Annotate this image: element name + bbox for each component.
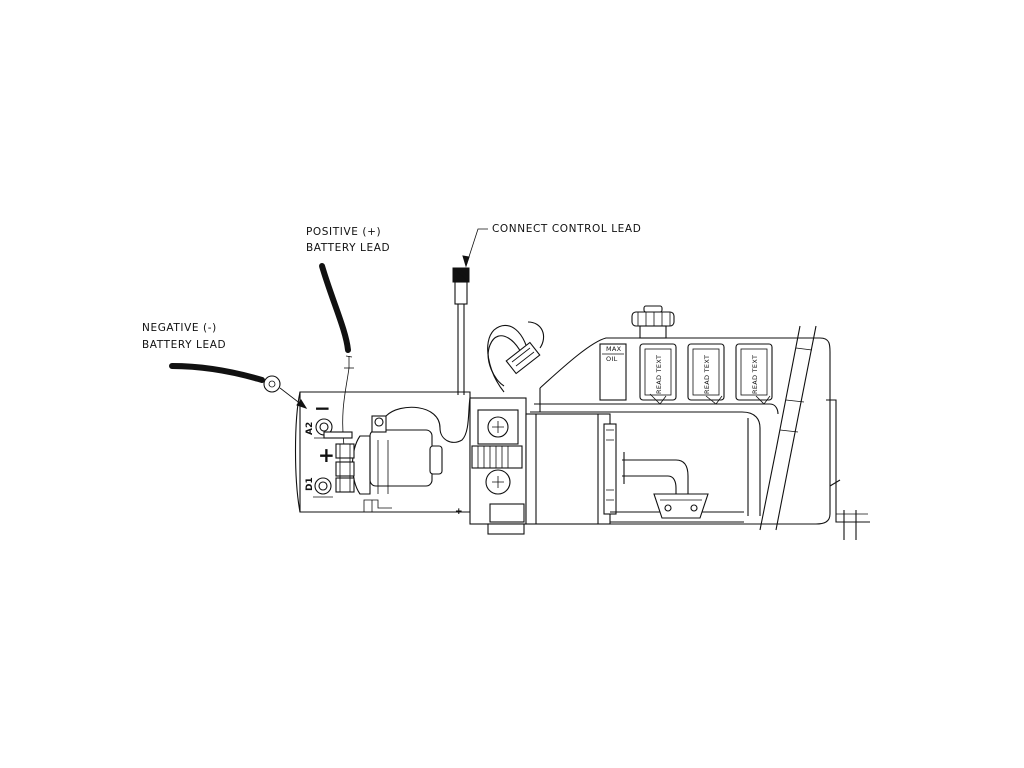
bracket-detail — [649, 393, 771, 405]
control-lead — [452, 267, 470, 395]
svg-text:MAX: MAX — [606, 345, 622, 353]
terminal-d1 — [313, 477, 333, 498]
reservoir-tank — [526, 337, 831, 525]
read-text-decal-2: READ TEXT — [687, 343, 725, 401]
svg-text:A2: A2 — [305, 422, 315, 435]
svg-text:NEGATIVE (-): NEGATIVE (-) — [142, 322, 217, 334]
filler-cap-icon — [631, 305, 675, 339]
valve-block — [469, 397, 527, 535]
tank-mount-foot — [826, 399, 870, 540]
svg-text:BATTERY LEAD: BATTERY LEAD — [306, 242, 390, 254]
svg-text:READ TEXT: READ TEXT — [703, 355, 711, 394]
svg-text:OIL: OIL — [606, 355, 618, 363]
svg-text:POSITIVE (+): POSITIVE (+) — [306, 226, 381, 238]
electric-motor — [525, 413, 617, 525]
svg-text:D1: D1 — [305, 477, 315, 491]
solenoid-to-pump-wire — [385, 397, 471, 443]
negative-symbol: − — [314, 396, 331, 420]
svg-text:READ TEXT: READ TEXT — [655, 355, 663, 394]
negative-lead-label: NEGATIVE (-) BATTERY LEAD — [142, 322, 226, 351]
terminal-nuts — [323, 431, 355, 493]
negative-battery-cable — [169, 363, 308, 409]
read-text-decal-1: READ TEXT — [639, 343, 677, 401]
positive-symbol: + — [318, 443, 335, 467]
max-oil-label: MAX OIL — [599, 343, 627, 401]
suction-filter — [622, 452, 709, 519]
read-text-decal-3: READ TEXT — [735, 343, 773, 401]
break-lines — [759, 325, 817, 531]
solenoid-body — [352, 415, 443, 495]
positive-lead-label: POSITIVE (+) BATTERY LEAD — [306, 226, 390, 254]
svg-text:READ TEXT: READ TEXT — [751, 355, 759, 394]
control-lead-label: CONNECT CONTROL LEAD — [462, 223, 641, 268]
svg-text:+: + — [455, 507, 463, 517]
svg-text:BATTERY LEAD: BATTERY LEAD — [142, 339, 226, 351]
ring-terminal-icon — [263, 375, 281, 393]
coiled-control-wire — [487, 321, 545, 393]
svg-text:CONNECT CONTROL LEAD: CONNECT CONTROL LEAD — [492, 223, 641, 235]
